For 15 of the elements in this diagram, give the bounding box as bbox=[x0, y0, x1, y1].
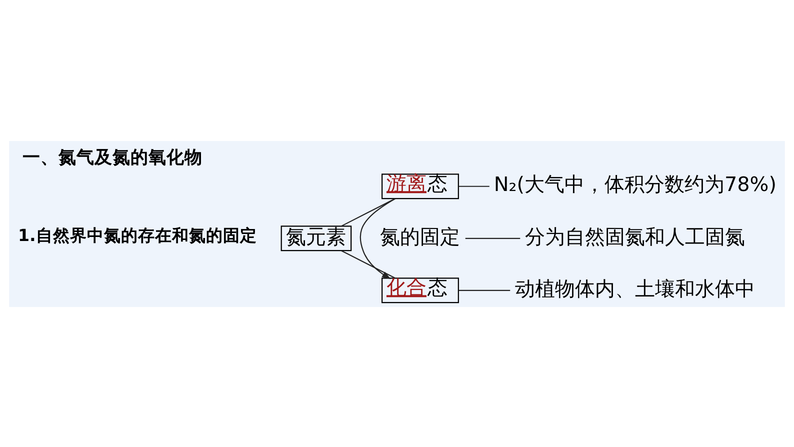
node-text: N₂(大气中，体积分数约为78%) bbox=[494, 172, 776, 196]
connector bbox=[458, 185, 490, 186]
node-text: 动植物体内、土壤和水体中 bbox=[514, 276, 755, 300]
arrow bbox=[360, 198, 396, 279]
connector bbox=[341, 198, 396, 226]
node-box: 氮元素 bbox=[280, 225, 352, 251]
node-box: 化合态 bbox=[382, 277, 459, 303]
connector bbox=[341, 250, 396, 278]
node-text: 分为自然固氮和人工固氮 bbox=[524, 224, 745, 248]
node-text: 氮的固定 bbox=[380, 224, 460, 248]
node-box: 游离态 bbox=[382, 173, 459, 199]
connector bbox=[465, 237, 520, 238]
diagram-title: 一、氮气及氮的氧化物 bbox=[22, 147, 202, 168]
connector bbox=[458, 289, 510, 290]
label: 1.自然界中氮的存在和氮的固定 bbox=[18, 226, 257, 245]
